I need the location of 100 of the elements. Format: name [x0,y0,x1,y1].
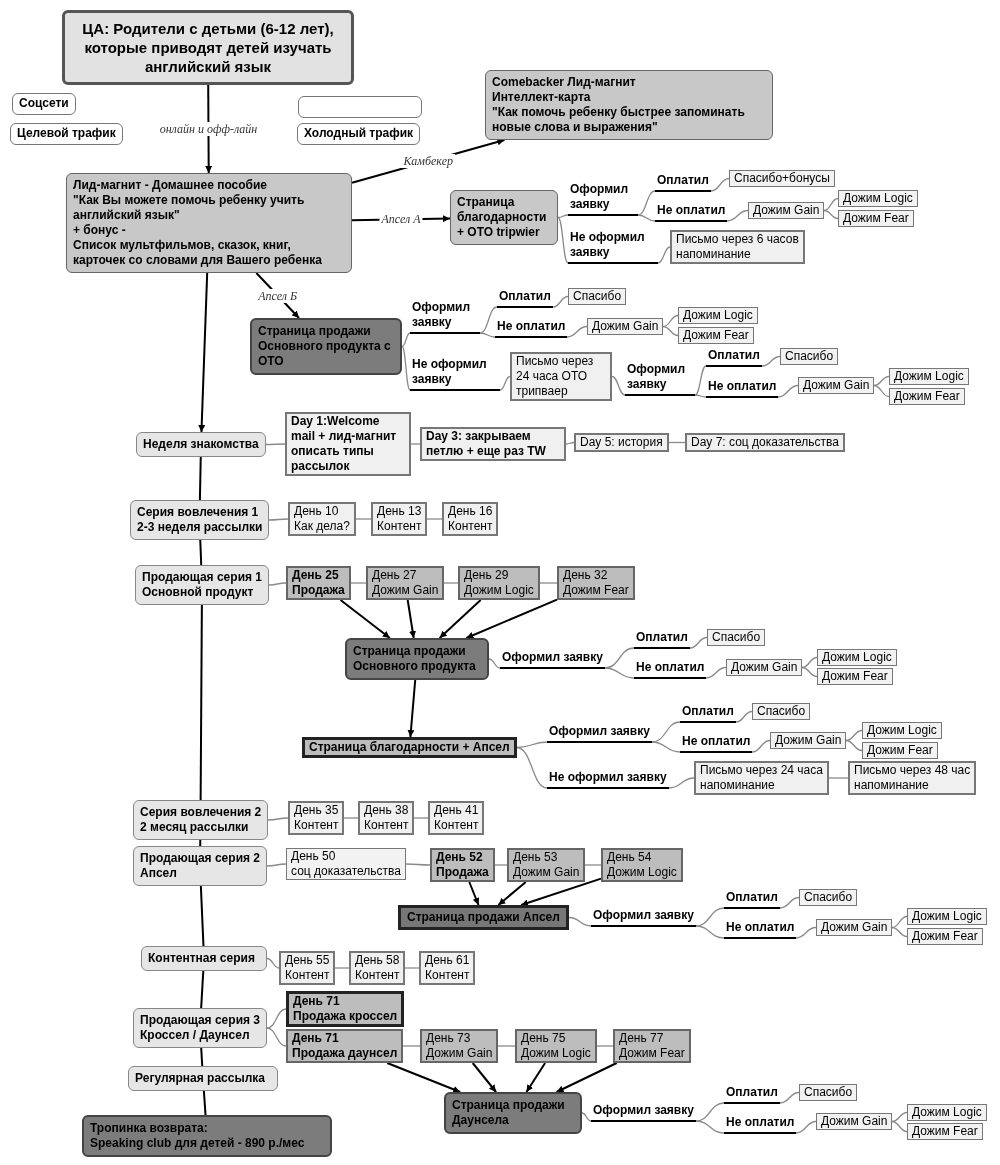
box-text: Не оплатил [657,203,726,218]
connector-line [557,216,569,264]
box-text: Дожим Gain [513,865,580,880]
box-text: Не оплатил [726,1115,795,1130]
box-text: День 25 [292,568,340,583]
email-box [420,427,566,461]
connector-line [845,729,863,742]
box-text: Продающая серия 1 [142,570,262,585]
branch-label [724,890,780,909]
box-text: Кроссел / Даунсел [140,1028,251,1043]
box-text: День 71 [293,994,341,1009]
connector-line [266,1008,287,1029]
connector-line [662,325,679,337]
connector-line [350,582,367,584]
box-text: День 53 [513,850,559,865]
connector-line [777,384,799,398]
email-box [279,951,336,985]
connector-line [735,710,753,723]
box-text: Дожим Fear [894,389,960,404]
step-box [707,629,766,646]
box-text: Контент [434,818,479,833]
connector-line [604,667,635,679]
box-text: 2 месяц рассылки [140,820,250,835]
connector-line [413,817,429,819]
box-text: День 50 [291,849,337,864]
connector-line [355,518,372,520]
box-text: Оформил заявку [412,300,472,330]
connector-line [584,864,602,866]
step-box [678,307,758,324]
box-text: Оплатил [726,890,778,905]
email-box [574,433,669,452]
box-text: Страница продажи Основного продукта с ОТО [258,324,392,369]
box-text: Страница продажи Апсел [407,910,560,925]
connector-line [334,967,350,969]
box-text: День 61 [425,953,470,968]
box-text: Не оформил заявку [549,770,667,785]
edge-label: онлайн и офф-лайн [157,122,260,136]
step-box [816,1113,893,1130]
step-box [780,348,839,365]
branch-label [410,357,500,391]
email-box [601,848,683,882]
edge-label: Апсел Б [256,288,300,303]
email-box [428,801,485,835]
connector-line [265,443,286,446]
box-text: Серия вовлечения 1 [137,505,260,520]
branch-label [655,173,711,192]
box-text: Speaking club для детей - 890 р./мес [90,1136,306,1151]
step-box [838,190,918,207]
connector-line [401,345,411,391]
box-text: Дожим Logic [607,865,677,880]
connector-line [552,295,569,308]
box-text: Day 3: закрываем петлю + еще раз TW [426,429,547,459]
connector-line [443,582,459,584]
box-text: Продающая серия 3 [140,1013,260,1028]
box-text: Контент [364,818,409,833]
box-text: День 52 [436,850,484,865]
step-box [862,742,938,759]
box-text: Дожим Gain [372,583,439,598]
connector-line [516,746,548,789]
box-text: напоминание [676,247,752,262]
connector-line [199,839,202,847]
connector-line [200,970,205,1009]
box-text: День 55 [285,953,330,968]
branch-label [568,182,638,216]
connector-line [637,214,656,222]
box-text: Интеллект-карта [492,90,592,105]
series-box [135,565,269,605]
box-text: Контент [425,968,470,983]
box-text: Неделя знакомства [143,437,259,452]
box-text: напоминание [854,778,930,793]
connector-line [695,1120,725,1134]
box-text: Спасибо [712,630,761,645]
step-box [568,288,627,305]
connector-line [823,209,839,220]
step-box [907,1104,987,1121]
connector-line [488,658,501,669]
series-box [128,1066,278,1091]
edge-label: Камбекер [401,154,455,169]
box-text: Дожим Logic [521,1046,591,1061]
box-text: День 38 [364,803,409,818]
box-text: Дожим Fear [619,1046,685,1061]
email-box [694,761,829,795]
branch-label [680,734,753,753]
box-text: Дожим Logic [867,723,937,738]
arrow [525,1062,547,1093]
email-box [848,761,977,795]
box-text: Оформил заявку [549,724,650,739]
box-text: Апсел [140,866,178,881]
box-text: Не оплатил [726,920,795,935]
box-text: День 77 [619,1031,665,1046]
branch-label [655,203,728,222]
box-text: напоминание [700,778,776,793]
box-text: День 16 [448,504,493,519]
box-text: Day 7: соц доказательства [691,435,839,450]
step-box [678,327,754,344]
box-text: "Как Вы можете помочь ребенку учить английский язык" [73,193,306,223]
connector-line [662,314,679,328]
box-text: Контент [294,818,339,833]
box-text: Продажа [292,583,345,598]
email-box [366,566,445,600]
